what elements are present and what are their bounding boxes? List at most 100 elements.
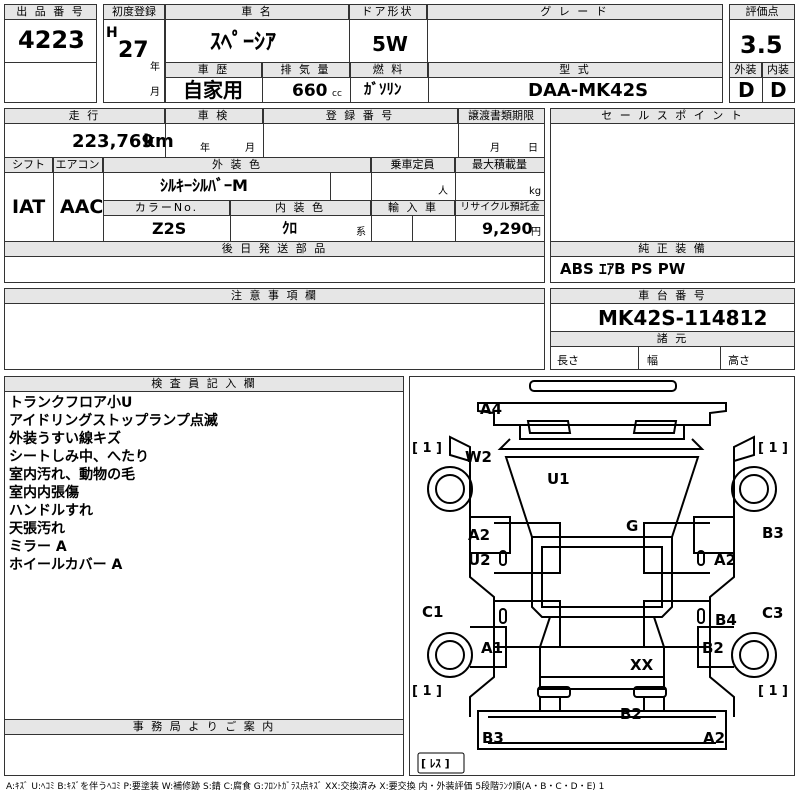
recycle-unit: 円 [531, 227, 541, 238]
damage-mark: A2 [714, 551, 737, 569]
exterior-rating: D [738, 78, 755, 102]
office-notice-label: 事 務 局 よ り ご 案 内 [5, 720, 403, 735]
transfer-day-unit: 日 [528, 143, 538, 154]
inspector-note: ミラー A [9, 539, 67, 555]
sales-points-label: セ ー ル ス ポ イ ン ト [551, 109, 794, 124]
damage-mark: XX [630, 656, 654, 674]
first-registration-box [103, 4, 165, 103]
car-name-label: 車 名 [166, 5, 349, 20]
damage-mark: C3 [762, 604, 784, 622]
max-load-unit: kg [529, 186, 542, 197]
chassis-number: MK42S-114812 [598, 306, 768, 330]
genuine-equipment: ABS ｴｱB PS PW [560, 260, 686, 278]
transfer-month-unit: 月 [490, 143, 500, 154]
sales-points-box [550, 108, 795, 283]
height-label: 高さ [728, 354, 750, 367]
damage-mark: A4 [480, 400, 503, 418]
legend: A:ｷｽﾞ U:ﾍｺﾐ B:ｷｽﾞを伴うﾍｺﾐ P:要塗装 W:補修跡 S:錆 … [6, 782, 605, 792]
exterior-rating-label: 外装 [730, 63, 762, 78]
capacity-unit: 人 [438, 186, 448, 197]
shift-label: シフト [5, 158, 53, 173]
damage-mark: C1 [422, 603, 444, 621]
tire-front-left: [ 1 ] [412, 441, 442, 456]
interior-color-unit: 系 [356, 227, 366, 238]
aircon: AAC [60, 196, 104, 218]
aircon-label: エアコン [53, 158, 103, 173]
inspection-month-unit: 月 [245, 143, 255, 154]
specs-label: 諸 元 [551, 332, 794, 347]
displacement-unit: cc [332, 89, 342, 99]
tire-front-right: [ 1 ] [758, 441, 788, 456]
damage-mark: U1 [547, 470, 570, 488]
exterior-color: ｼﾙｷｰｼﾙﾊﾞｰM [160, 176, 248, 195]
door-label: ドア形状 [349, 5, 427, 20]
transfer-deadline-label: 譲渡書類期限 [458, 109, 544, 124]
fuel: ｶﾞｿﾘﾝ [364, 80, 402, 98]
recycle-label: リサイクル預託金 [456, 201, 544, 216]
displacement: 660 [292, 81, 328, 101]
damage-mark: G [626, 517, 639, 535]
inspector-notes-list: トランクフロア小U アイドリングストップランプ点滅 外装うすい線キズ シートしみ… [9, 394, 399, 574]
interior-color-label: 内 装 色 [230, 201, 371, 216]
registration-number-label: 登 録 番 号 [263, 109, 458, 124]
chassis-box [550, 288, 795, 370]
width-label: 幅 [647, 354, 658, 367]
vehicle-info-box [165, 4, 723, 103]
tire-rear-right: [ 1 ] [758, 684, 788, 699]
damage-mark: W2 [465, 448, 492, 466]
history: 自家用 [183, 78, 243, 102]
lot-number: 4223 [18, 26, 85, 54]
grade-label: グ レ ー ド [427, 5, 722, 20]
inspector-note: 室内内張傷 [9, 485, 79, 501]
rating-label: 評価点 [730, 5, 794, 20]
inspector-notes-box [4, 376, 404, 776]
model-label: 型 式 [428, 63, 722, 78]
damage-mark: B2 [620, 705, 642, 723]
mileage-label: 走 行 [5, 109, 165, 124]
damage-mark: B3 [762, 524, 784, 542]
interior-rating: D [770, 78, 787, 102]
exterior-color-label: 外 装 色 [104, 158, 371, 173]
first-registration-label: 初度登録 [104, 5, 164, 20]
displacement-label: 排 気 量 [262, 63, 350, 78]
lot-number-box [4, 4, 97, 103]
mileage-unit: km [143, 131, 174, 152]
recycle-fee: 9,290 [482, 219, 533, 238]
max-load-label: 最大積載量 [455, 158, 544, 173]
model-code: DAA-MK42S [528, 80, 649, 101]
inspector-note: アイドリングストップランプ点滅 [9, 413, 218, 429]
spare-tire: [ ﾚｽ ] [421, 757, 450, 770]
damage-mark: U2 [468, 551, 491, 569]
inspection-year-unit: 年 [200, 143, 210, 154]
later-parts-label: 後 日 発 送 部 品 [5, 242, 544, 257]
damage-mark: A2 [468, 526, 491, 544]
chassis-number-label: 車 台 番 号 [551, 289, 794, 304]
capacity-label: 乗車定員 [371, 158, 455, 173]
year: 27 [118, 38, 149, 63]
inspector-note: ハンドルすれ [9, 503, 93, 519]
color-number-label: カラーNo. [104, 201, 230, 216]
inspector-note: 室内汚れ、動物の毛 [9, 467, 136, 483]
fuel-label: 燃 料 [350, 63, 428, 78]
damage-mark: B3 [482, 729, 504, 747]
interior-rating-label: 内装 [762, 63, 794, 78]
damage-mark: B2 [702, 639, 724, 657]
lot-number-label: 出 品 番 号 [5, 5, 96, 20]
car-name: ｽﾍﾟｰｼｱ [210, 30, 277, 55]
inspector-note: シートしみ中、へたり [9, 449, 149, 465]
inspector-note: トランクフロア小U [9, 395, 133, 411]
import-label: 輸 入 車 [372, 201, 455, 216]
inspector-note: ホイールカバー A [9, 557, 123, 573]
year-unit: 年 [150, 62, 160, 73]
inspector-note: 天張汚れ [9, 521, 65, 537]
inspector-note: 外装うすい線キズ [9, 431, 121, 447]
era: H [106, 25, 118, 41]
details-grid [4, 108, 545, 283]
mileage: 223,769 [72, 131, 154, 152]
inspector-notes-label: 検 査 員 記 入 欄 [5, 377, 403, 392]
car-diagram-box [409, 376, 795, 776]
overall-rating: 3.5 [740, 31, 783, 59]
interior-color: ｸﾛ [282, 219, 298, 237]
car-diagram [417, 380, 777, 774]
color-number: Z2S [152, 219, 187, 238]
